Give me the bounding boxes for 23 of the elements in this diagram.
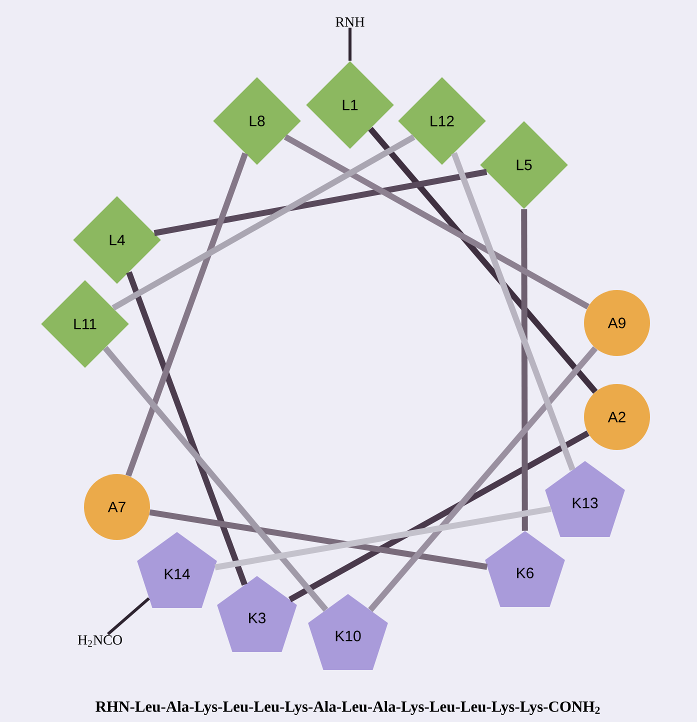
helix-connector — [521, 209, 528, 531]
helix-connector — [451, 152, 576, 471]
residue-pentagon: K3 — [217, 576, 297, 652]
helix-connector — [149, 509, 488, 570]
helix-connector — [106, 597, 150, 636]
helix-connector — [214, 506, 552, 570]
helix-connector — [288, 430, 590, 602]
helix-connector — [126, 271, 248, 586]
helix-connector — [368, 346, 598, 612]
helix-connector — [102, 346, 328, 612]
residue-pentagon: K14 — [137, 532, 217, 608]
helix-connector — [154, 168, 488, 236]
residue-pentagon: K10 — [308, 594, 388, 670]
residue-pentagon: K13 — [545, 461, 625, 537]
terminus-label: H$_{2}$NCO — [78, 635, 122, 647]
residue-pentagon: K6 — [485, 531, 565, 607]
helix-connector — [284, 134, 590, 310]
helix-connector — [126, 152, 248, 477]
terminus-label: RNH — [336, 17, 364, 27]
helix-connector — [112, 134, 416, 311]
sequence-caption: RHN-Leu-Ala-Lys-Leu-Leu-Lys-Ala-Leu-Ala-Lys-Leu-Leu-Lys-Lys-CONH$_{2}$ — [96, 700, 600, 716]
helix-connector — [368, 126, 598, 394]
helix-connector — [348, 28, 352, 61]
